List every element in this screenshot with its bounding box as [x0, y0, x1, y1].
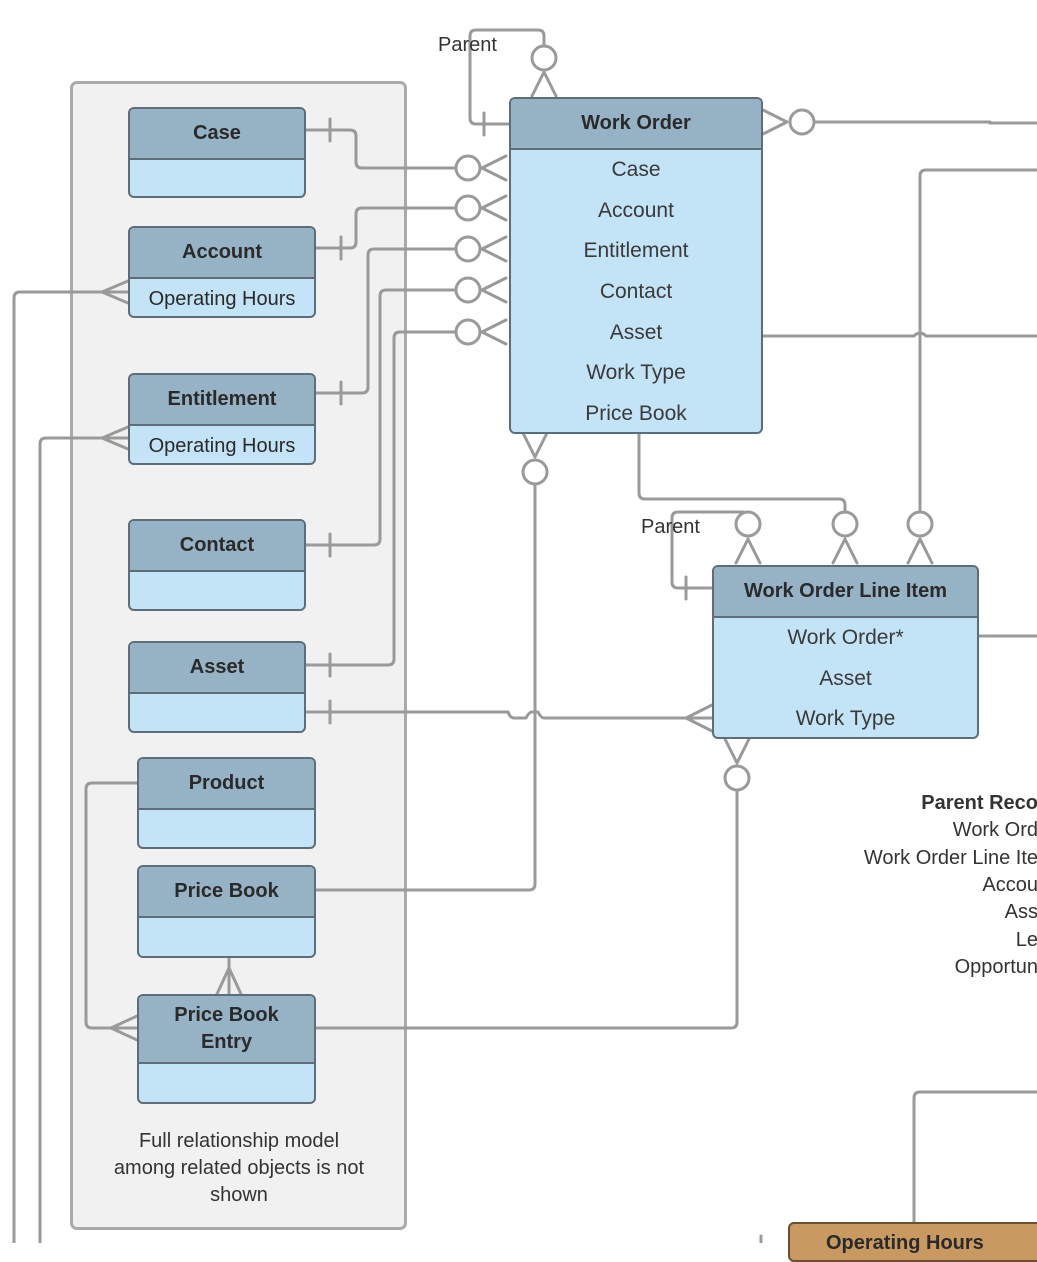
legend-item: Opportun	[954, 956, 1037, 978]
asset-entity-title: Asset	[130, 643, 304, 694]
price-book-entry-entity[interactable]: Price Book Entry	[137, 994, 316, 1104]
work-order-line-item-field: Work Order*	[787, 626, 904, 649]
work-order-field: Contact	[599, 280, 673, 304]
work-order-field: Account	[598, 198, 674, 222]
woli-parent-label: Parent	[641, 516, 700, 538]
account-entity-title: Account	[130, 228, 314, 279]
price-book-entry-entity-title: Price Book Entry	[139, 996, 314, 1064]
work-order-right-line	[761, 108, 789, 136]
work-order-line-item-fields: Work Order* Asset Work Type	[714, 618, 977, 737]
account-entity-subtitle: Operating Hours	[148, 288, 296, 310]
product-pbe-line	[84, 781, 139, 1030]
account-entity[interactable]: Account Operating Hours	[128, 226, 316, 318]
work-order-asset-right-line	[761, 331, 1037, 338]
entitlement-operating-hours-line	[38, 436, 130, 1243]
product-entity[interactable]: Product	[137, 757, 316, 849]
entitlement-work-order-line	[314, 247, 470, 395]
legend-item: Work Ord	[952, 819, 1037, 841]
entitlement-operating-hours-crowfoot	[100, 425, 130, 451]
work-order-parent-line	[468, 28, 546, 126]
work-order-parent-label: Parent	[438, 34, 497, 56]
contact-entity-title: Contact	[130, 521, 304, 572]
entitlement-entity[interactable]: Entitlement Operating Hours	[128, 373, 316, 465]
entitlement-entity-subtitle: Operating Hours	[148, 435, 296, 457]
product-entity-title: Product	[139, 759, 314, 810]
work-order-line-item-entity[interactable]: Work Order Line Item Work Order* Asset W…	[712, 565, 979, 739]
account-work-order-line	[314, 206, 470, 250]
work-order-woli-line	[637, 431, 847, 514]
legend-item: Accou	[982, 874, 1037, 896]
contact-work-order-line	[304, 288, 470, 547]
work-order-entity-title: Work Order	[511, 99, 761, 150]
work-order-field: Case	[611, 158, 661, 181]
operating-hours-entity[interactable]: Operating Hours	[788, 1222, 1037, 1262]
legend-item: Work Order Line Ite	[863, 847, 1037, 869]
work-order-field: Entitlement	[583, 239, 689, 263]
work-order-fields: Case Account Entitlement Contact Asset W…	[511, 150, 761, 432]
contact-entity[interactable]: Contact	[128, 519, 306, 611]
price-book-work-order-line	[314, 482, 537, 892]
operating-hours-entity-title: Operating Hours	[826, 1232, 984, 1254]
parent-record-legend: Parent Reco Work Ord Work Order Line Ite…	[780, 790, 1037, 986]
asset-entity[interactable]: Asset	[128, 641, 306, 733]
legend-item: Le	[1015, 929, 1037, 951]
entitlement-entity-title: Entitlement	[130, 375, 314, 426]
legend-title: Parent Reco	[921, 792, 1037, 814]
work-order-field: Asset	[609, 320, 663, 344]
work-order-entity[interactable]: Work Order Case Account Entitlement Cont…	[509, 97, 763, 434]
case-entity-title: Case	[130, 109, 304, 160]
work-order-line-item-field: Asset	[819, 666, 872, 690]
account-operating-hours-line	[12, 290, 130, 1243]
asset-woli-line	[304, 710, 714, 720]
price-book-entity[interactable]: Price Book	[137, 865, 316, 958]
account-operating-hours-crowfoot	[100, 279, 130, 305]
price-book-entity-title: Price Book	[139, 867, 314, 918]
relationship-note: Full relationship model among related ob…	[113, 1130, 365, 1206]
worktype-woli-line	[918, 168, 1037, 514]
asset-work-order-line	[304, 330, 470, 667]
work-order-line-item-field: Work Type	[795, 707, 896, 731]
work-order-field: Work Type	[586, 361, 686, 385]
case-entity[interactable]: Case	[128, 107, 306, 198]
case-work-order-line	[304, 128, 470, 170]
work-order-line-item-entity-title: Work Order Line Item	[714, 567, 977, 618]
work-order-field: Price Book	[585, 402, 687, 426]
legend-item: Ass	[1004, 901, 1037, 923]
pbe-woli-line	[314, 788, 739, 1030]
